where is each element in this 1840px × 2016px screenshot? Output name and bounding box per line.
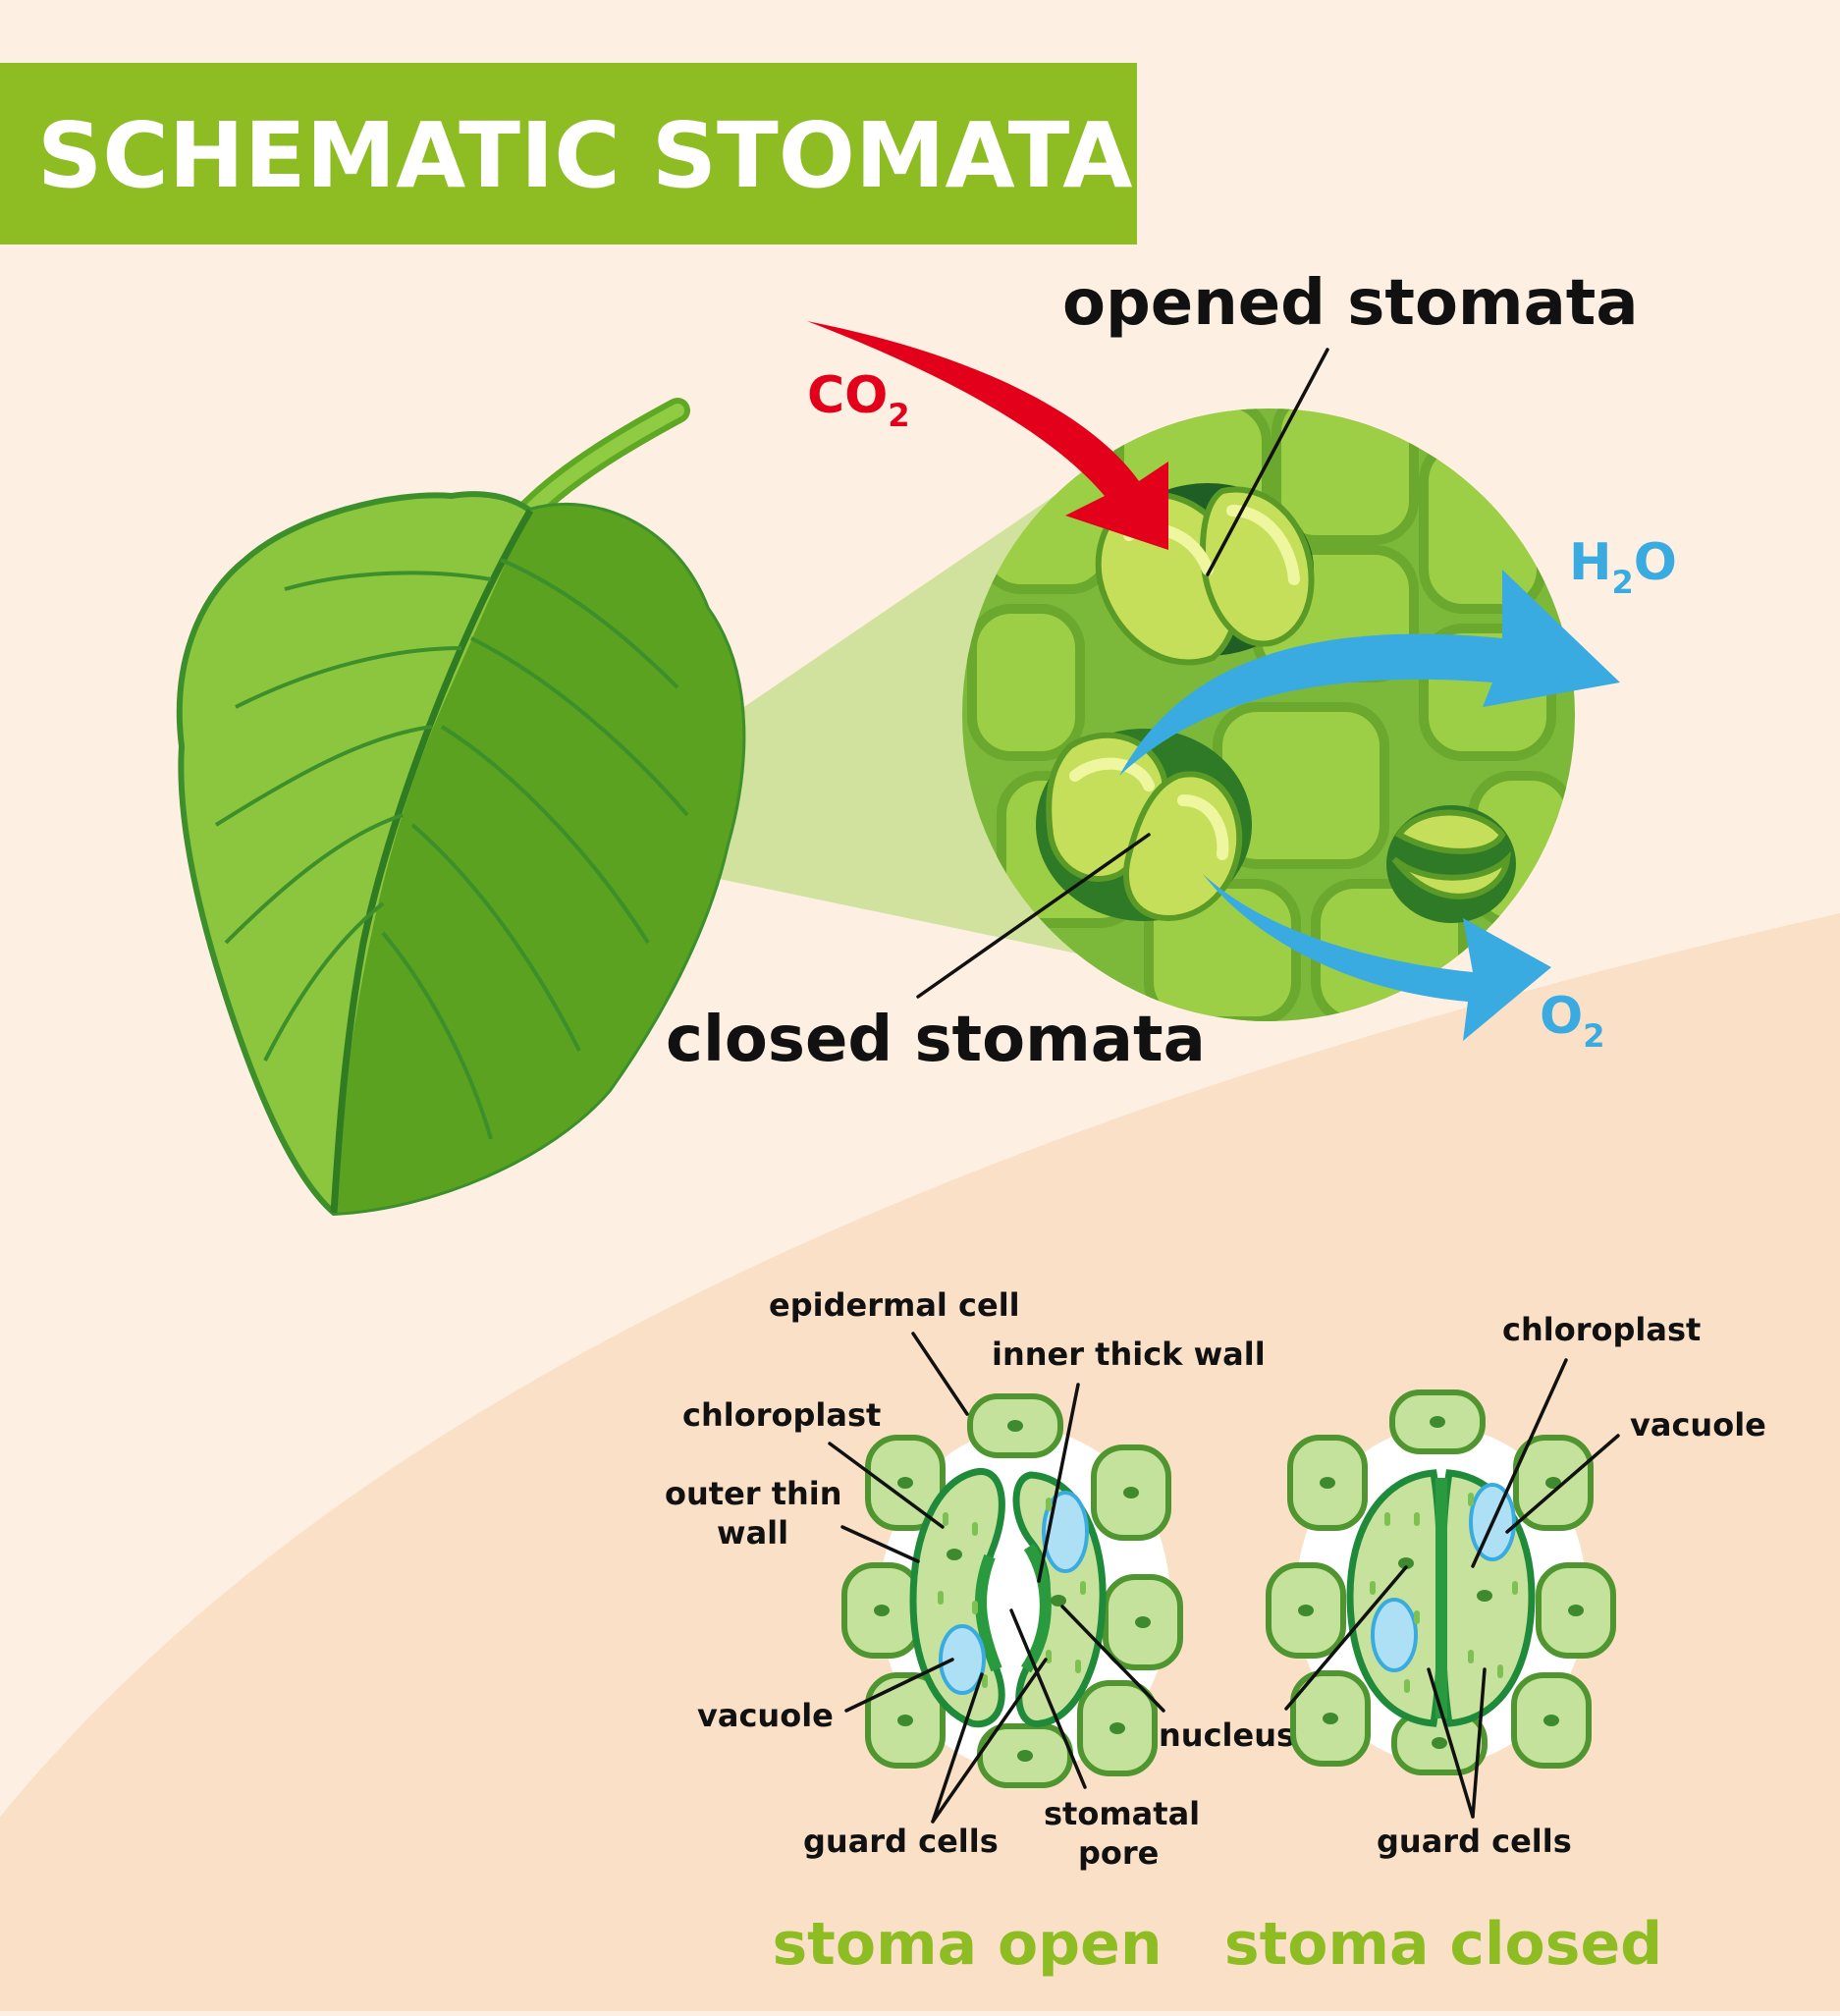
open-inner-thick-wall-label: inner thick wall [992,1335,1266,1373]
open-stomatal-pore-label-2: pore [1078,1834,1159,1872]
magnified-stomata-circle [962,409,1575,1021]
co2-arrow-icon [807,321,1168,550]
open-epidermal-cell-label: epidermal cell [769,1286,1020,1324]
h2o-arrow-icon [1119,570,1620,776]
open-vacuole-label: vacuole [697,1697,834,1734]
closed-vacuole-label: vacuole [1630,1406,1766,1444]
stoma-open-diagram [844,1396,1180,1785]
closed-stomata-label: closed stomata [666,1004,1206,1076]
open-guard-cells-label: guard cells [803,1823,999,1860]
closed-stomata-pointer [916,833,1151,999]
open-outer-thin-wall-label-2: wall [717,1514,788,1552]
caption-stoma-open: stoma open [772,1910,1162,1979]
open-chloroplast-label: chloroplast [682,1396,881,1434]
o2-arrow-icon [1203,874,1551,1041]
opened-stomata-label: opened stomata [1062,267,1639,340]
caption-stoma-closed: stoma closed [1224,1910,1662,1979]
o2-label: O2 [1540,987,1604,1055]
stoma-closed-diagram [1269,1392,1613,1772]
closed-nucleus-pointer [1284,1565,1408,1711]
leaf-icon [176,398,746,1217]
title: SCHEMATIC STOMATA [37,103,1132,208]
open-nucleus-label: nucleus [1159,1716,1295,1754]
co2-label: CO2 [807,366,910,434]
opened-stomata-pointer [1206,348,1329,576]
closed-guard-cells-label: guard cells [1377,1823,1572,1860]
title-banner [0,63,1137,245]
open-outer-thin-wall-label-1: outer thin [665,1475,842,1512]
closed-chloroplast-label: chloroplast [1502,1311,1701,1348]
h2o-label: H2O [1569,533,1677,601]
open-stomatal-pore-label-1: stomatal [1044,1795,1200,1832]
